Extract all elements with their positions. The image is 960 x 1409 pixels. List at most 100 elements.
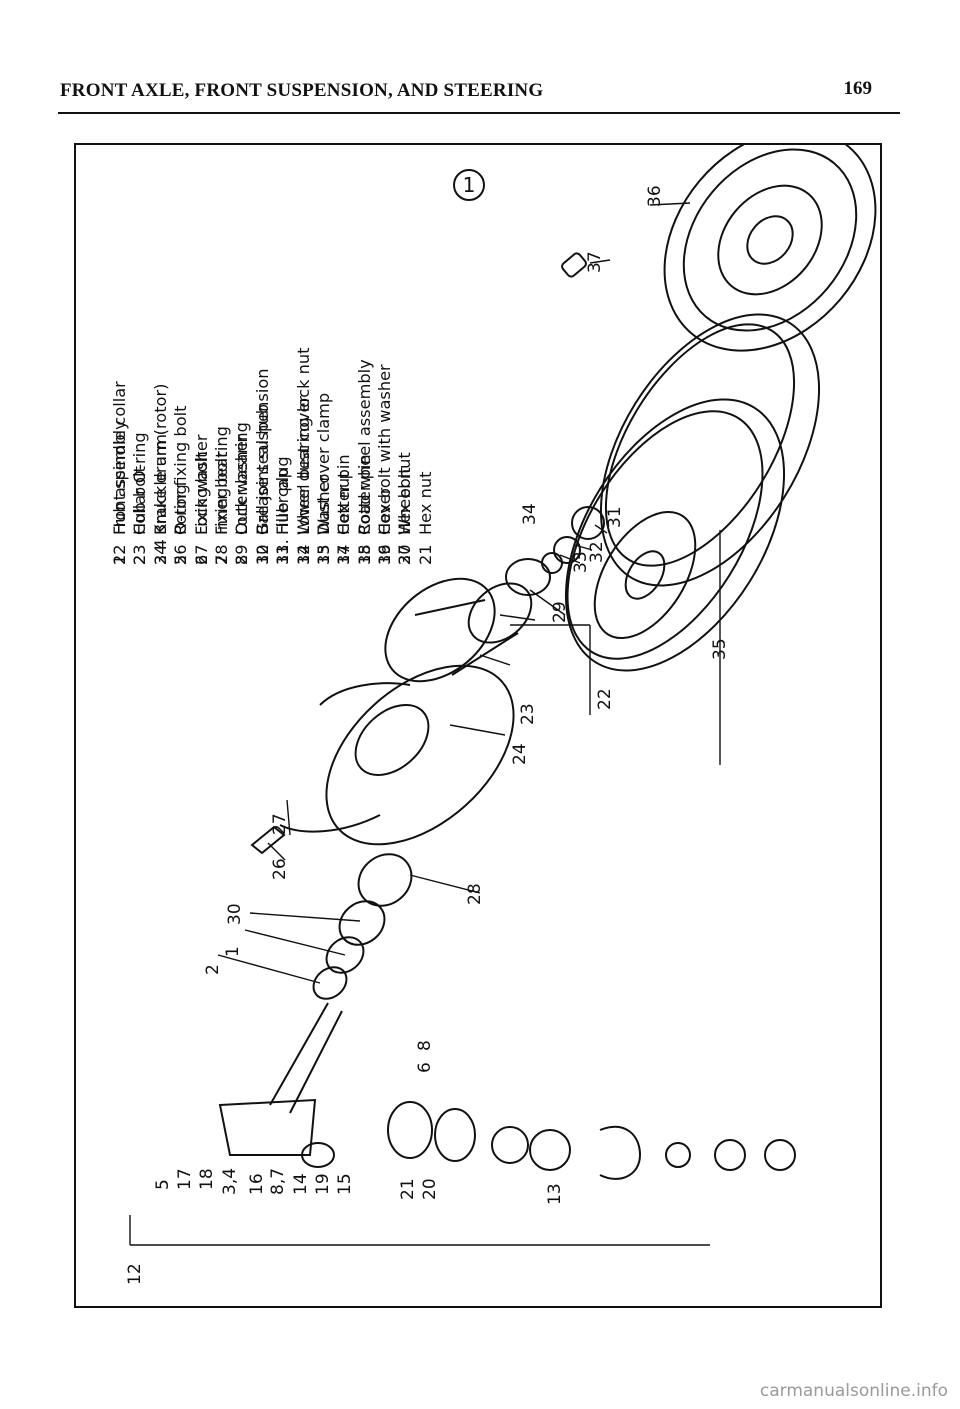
legend-right-item: 27 Lock washer (191, 348, 212, 565)
callout-30: 30 (225, 903, 245, 925)
legend-number: 33 (313, 544, 333, 565)
callout-16: 16 (247, 1173, 267, 1195)
callout-35: 35 (710, 638, 730, 660)
running-head: FRONT AXLE, FRONT SUSPENSION, AND STEERI… (60, 76, 900, 110)
legend-right-item: 34 Cotter pin (334, 348, 354, 565)
inner-bearing-drawing (357, 853, 413, 907)
legend-right-item: 31.Hub cap (273, 348, 293, 565)
callout-1: 1 (223, 946, 243, 957)
collar-oring-drawing (312, 966, 348, 1000)
legend-number: 21 (415, 544, 435, 565)
callout-8: 8 (415, 1040, 435, 1051)
legend-right-item: 36 Cover (375, 348, 395, 565)
callout-34: 34 (520, 503, 540, 525)
footer-watermark: carmanualsonline.info (759, 1381, 948, 1401)
leader-lines (129, 202, 721, 1246)
legend-right-item: 28 Inner bearing (211, 348, 232, 565)
legend-number: 36 (375, 544, 395, 565)
callout-19: 19 (313, 1173, 333, 1195)
legend-label: Wheel bearing lock nut (293, 347, 313, 536)
callout-26: 26 (270, 858, 290, 880)
legend-number: 22 (110, 544, 129, 565)
callout-13: 13 (545, 1183, 565, 1205)
legend-label: Inner bearing (211, 426, 231, 535)
callout-24: 24 (510, 743, 530, 765)
legend-right-item: 33 Washer (313, 348, 334, 565)
callout-6: 6 (415, 1062, 435, 1073)
circle-icon (453, 169, 485, 201)
legend-right-item: 32 Wheel bearing lock nut (294, 348, 314, 566)
exploded-diagram: 36 37 31 32 33 29 34 35 22 23 24 27 26 2… (125, 145, 877, 1285)
legend-right-item: 23 Hub bolt (130, 348, 150, 565)
legend-label: Cotter pin (334, 454, 354, 535)
callout-12: 12 (125, 1263, 145, 1285)
legend-number: 24 (150, 544, 170, 565)
callout-5: 5 (153, 1179, 173, 1190)
legend-label: Cover (375, 487, 395, 535)
callout-2: 2 (203, 964, 223, 975)
legend-right-item: 24Brake drum (rotor) (150, 348, 171, 565)
rotor-bolt-drawing (250, 825, 286, 855)
callout-29: 29 (550, 601, 570, 623)
legend-number: 34 (334, 544, 354, 565)
wheel-nut-drawing (561, 252, 587, 278)
legend-number: 37 (395, 544, 415, 565)
legend-left-item: 21 Hex nut (416, 364, 436, 565)
legend-number: 30 (252, 544, 272, 565)
page-number: 169 (843, 78, 873, 99)
brake-rotor-drawing (279, 664, 515, 846)
lock-nut-drawing (553, 536, 581, 564)
callout-17: 17 (175, 1168, 195, 1190)
washer-drawing (541, 552, 563, 574)
legend-number: 32 (293, 544, 313, 565)
legend-number: 23 (130, 544, 150, 565)
callout-28: 28 (465, 883, 485, 905)
callout-23: 23 (518, 703, 538, 725)
callout-20: 20 (420, 1178, 440, 1200)
legend-label: Grease seal hub (252, 403, 272, 535)
callout-labels: 36 37 31 32 33 29 34 35 22 23 24 27 26 2… (125, 185, 730, 1285)
figure-frame (74, 143, 882, 1308)
callout-27: 27 (270, 813, 290, 835)
road-wheel-drawing (564, 313, 821, 672)
header-rule (58, 112, 900, 114)
legend-label: Outer bearing (232, 422, 252, 535)
legend-number: 26 (171, 544, 191, 565)
legend-label: Hub bolt (130, 466, 150, 535)
legend-label: Hex nut (415, 471, 435, 535)
callout-22: 22 (595, 688, 615, 710)
wheel-cover-drawing (663, 145, 877, 352)
legend-right-item: 26Rotor fixing bolt (171, 348, 191, 565)
callout-21: 21 (398, 1178, 418, 1200)
callout-3-4: 3,4 (220, 1168, 240, 1195)
legend-right-item: 37 Wheel nut (395, 348, 415, 565)
legend-label: Washer (313, 474, 333, 535)
callout-36: 36 (645, 185, 665, 207)
legend-label: Lock washer (191, 434, 211, 535)
legend-number: 28 (211, 544, 231, 565)
ball-joint-drawing (387, 1101, 796, 1180)
figure-number: 1 (462, 173, 476, 197)
legend-label: Wheel nut (395, 452, 415, 535)
hub-drawing (384, 577, 533, 683)
legend-number: 29 (232, 544, 252, 565)
callout-18: 18 (197, 1168, 217, 1190)
legend-number: 27 (191, 544, 211, 565)
legend-number: 35 (354, 544, 374, 565)
figure-number-badge: 1 (452, 168, 486, 202)
legend-right-item: 30 Grease seal hub (252, 348, 273, 565)
callout-33: 33 (571, 551, 591, 573)
spindle-drawing (218, 1002, 343, 1168)
callout-15: 15 (335, 1173, 355, 1195)
legend-label: Hub assembly (110, 420, 129, 535)
callout-37: 37 (585, 251, 605, 273)
callout-31: 31 (605, 506, 625, 528)
legend-right-item: 22 Hub assembly (110, 348, 130, 565)
outer-bearing-drawing (505, 558, 551, 596)
legend-right-item: 29 Outer bearing (232, 348, 252, 565)
callout-32: 32 (587, 541, 607, 563)
hub-cap-drawing (571, 506, 605, 540)
legend-label: Hub cap (273, 468, 293, 535)
